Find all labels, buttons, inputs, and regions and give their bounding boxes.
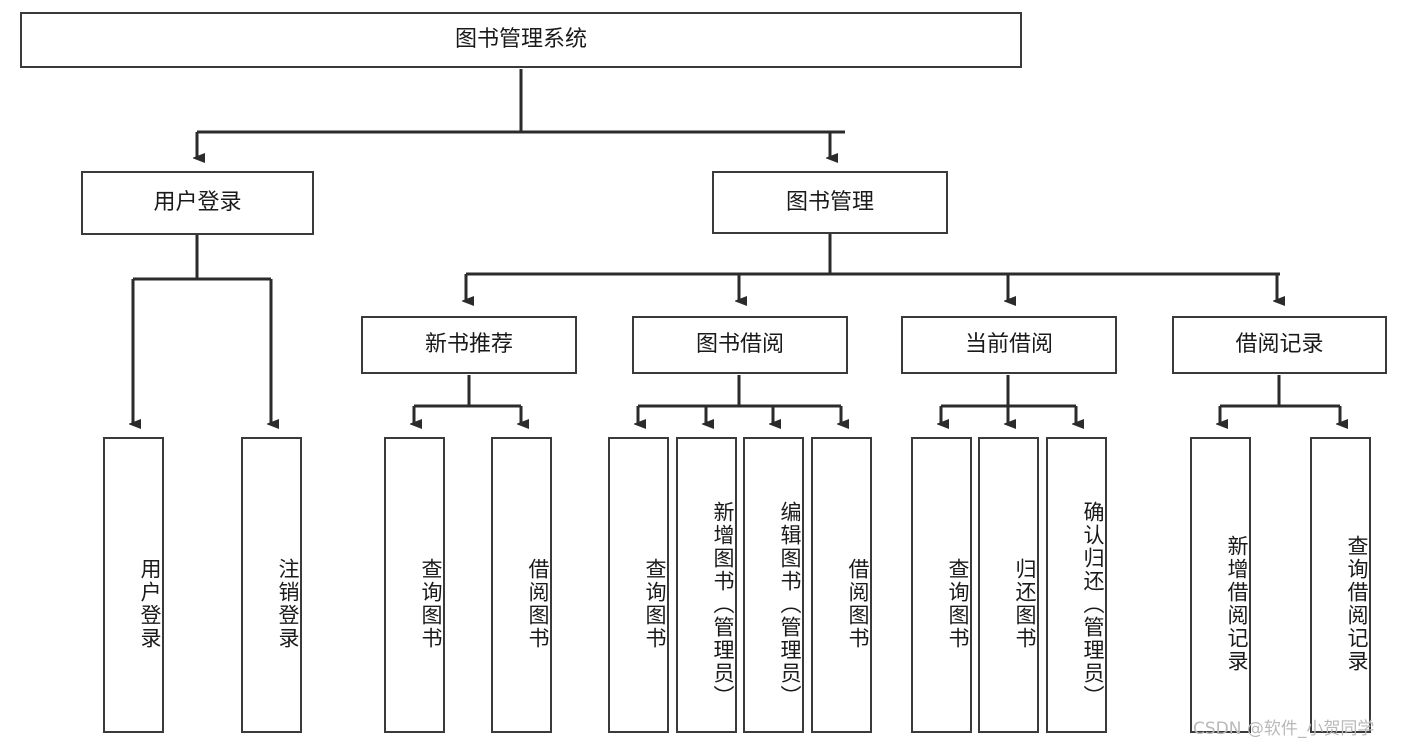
leaf-borrow-books-recommend[interactable]: 借阅图书: [491, 437, 552, 733]
csdn-watermark: CSDN @软件_小贺同学: [1193, 719, 1375, 739]
leaf-logout[interactable]: 注销登录: [241, 437, 302, 733]
node-label: 用户登录: [153, 190, 242, 216]
node-label: 查询图书: [643, 558, 667, 650]
node-user-login[interactable]: 用户登录: [81, 171, 314, 235]
leaf-query-books-recommend[interactable]: 查询图书: [384, 437, 445, 733]
leaf-query-books-current[interactable]: 查询图书: [911, 437, 972, 733]
node-label: 图书管理: [785, 189, 874, 215]
node-label: 图书管理系统: [454, 27, 587, 53]
node-label: 当前借阅: [964, 332, 1053, 358]
node-book-management[interactable]: 图书管理: [712, 171, 948, 234]
leaf-borrow-books[interactable]: 借阅图书: [811, 437, 872, 733]
leaf-edit-book-admin[interactable]: 编辑图书（管理员）: [743, 437, 804, 733]
node-label: 用户登录: [138, 558, 162, 650]
node-current-borrowing[interactable]: 当前借阅: [901, 316, 1117, 374]
node-label: 查询图书: [419, 558, 443, 650]
node-label: 借阅图书: [526, 558, 550, 650]
leaf-confirm-return-admin[interactable]: 确认归还（管理员）: [1046, 437, 1107, 733]
leaf-user-login[interactable]: 用户登录: [103, 437, 164, 733]
node-book-borrowing[interactable]: 图书借阅: [632, 316, 848, 374]
node-label: 编辑图书（管理员）: [778, 500, 802, 708]
node-label: 注销登录: [276, 558, 300, 650]
node-label: 查询图书: [946, 558, 970, 650]
node-label: 查询借阅记录: [1345, 535, 1369, 673]
node-new-book-recommendation[interactable]: 新书推荐: [361, 316, 577, 374]
node-label: 新增借阅记录: [1225, 535, 1249, 673]
node-label: 确认归还（管理员）: [1081, 500, 1105, 708]
node-label: 新增图书（管理员）: [711, 500, 735, 708]
leaf-query-borrow-record[interactable]: 查询借阅记录: [1310, 437, 1371, 733]
node-label: 借阅图书: [846, 558, 870, 650]
node-borrowing-records[interactable]: 借阅记录: [1172, 316, 1387, 374]
leaf-add-book-admin[interactable]: 新增图书（管理员）: [676, 437, 737, 733]
leaf-return-books[interactable]: 归还图书: [978, 437, 1039, 733]
node-label: 借阅记录: [1235, 332, 1324, 358]
node-root-book-management-system[interactable]: 图书管理系统: [20, 12, 1022, 68]
leaf-query-books-borrow[interactable]: 查询图书: [608, 437, 669, 733]
node-label: 新书推荐: [424, 332, 513, 358]
leaf-add-borrow-record[interactable]: 新增借阅记录: [1190, 437, 1251, 733]
node-label: 图书借阅: [695, 332, 784, 358]
node-label: 归还图书: [1013, 558, 1037, 650]
